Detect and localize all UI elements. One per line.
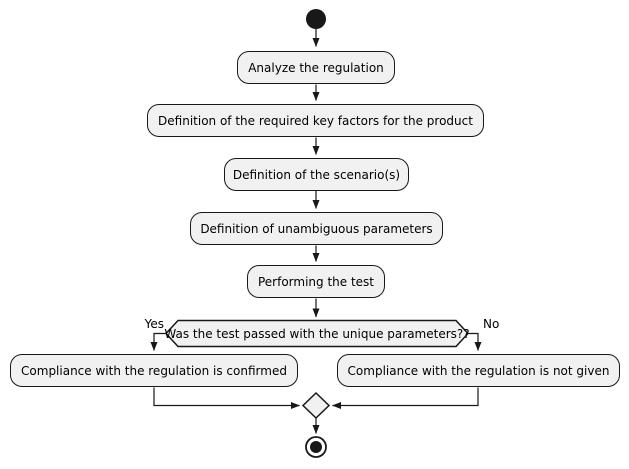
activity-performing-test: Performing the test	[247, 265, 385, 298]
edge-notgiven-to-merge	[332, 387, 479, 409]
start-node	[306, 9, 326, 29]
end-node-dot	[310, 441, 322, 453]
activity-compliance-confirmed: Compliance with the regulation is confir…	[10, 354, 298, 387]
activity-compliance-not-given: Compliance with the regulation is not gi…	[337, 354, 620, 387]
activity-key-factors: Definition of the required key factors f…	[147, 104, 484, 137]
activity-scenarios: Definition of the scenario(s)	[224, 158, 409, 191]
edge-decision-yes-to-confirmed	[150, 332, 166, 351]
decision-no-label: No	[483, 317, 500, 331]
activity-analyze-regulation: Analyze the regulation	[237, 51, 395, 84]
decision-yes-label: Yes	[144, 317, 164, 331]
merge-diamond	[301, 391, 331, 420]
edge-decision-no-to-notgiven	[468, 332, 482, 351]
edge-confirmed-to-merge	[153, 387, 300, 409]
decision-question: Was the test passed with the unique para…	[164, 326, 470, 341]
activity-unambiguous-parameters: Definition of unambiguous parameters	[190, 212, 443, 245]
